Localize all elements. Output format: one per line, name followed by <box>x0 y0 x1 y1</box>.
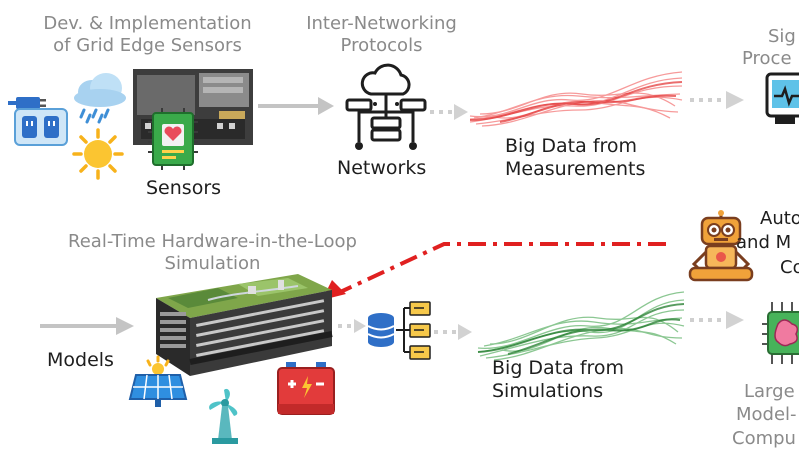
arrow-simulator-to-database <box>338 319 366 333</box>
hil-title-line1: Real-Time Hardware-in-the-Loop <box>68 231 357 252</box>
battery-icon <box>277 362 335 415</box>
arrow-networks-to-measurements <box>430 104 468 120</box>
simulations-label-line2: Simulations <box>492 379 604 402</box>
large-line3: Compu <box>732 427 796 449</box>
measurements-label-line2: Measurements <box>505 157 646 180</box>
rain-cloud-icon <box>74 73 126 124</box>
robot-icon <box>688 210 754 282</box>
protocols-title-line2: Protocols <box>340 34 423 56</box>
database-icon <box>367 313 395 347</box>
models-label: Models <box>47 349 114 371</box>
chip-icon <box>148 108 198 170</box>
large-line1: Large <box>744 381 795 402</box>
cloud-network-icon <box>345 63 427 150</box>
simulation-wave <box>477 291 685 361</box>
hil-simulator-photo <box>156 274 333 376</box>
auto-line1: Auto <box>760 208 799 229</box>
simulations-label: Big Data from Simulations <box>492 357 624 403</box>
sensors-title-line1: Dev. & Implementation <box>43 13 252 34</box>
large-model-label: Large Model- Compu <box>732 380 797 450</box>
arrow-database-to-simulations <box>434 324 472 340</box>
simulations-label-line1: Big Data from <box>492 357 625 379</box>
measurement-wave <box>469 71 683 127</box>
signal-title: Sig Proce <box>742 26 796 69</box>
plug-icon <box>8 97 46 109</box>
auto-control-label: Auto and M Co <box>736 207 799 280</box>
arrow-sensors-to-networks <box>258 97 334 115</box>
sensors-title: Dev. & Implementation of Grid Edge Senso… <box>30 13 265 56</box>
measurements-label-line1: Big Data from <box>505 135 638 157</box>
signal-title-line2: Proce <box>742 47 792 69</box>
measurements-label: Big Data from Measurements <box>505 135 645 181</box>
wind-turbine-icon <box>209 388 238 444</box>
sensors-label: Sensors <box>146 177 222 199</box>
arrow-to-large-model <box>690 311 744 329</box>
protocols-title: Inter-Networking Protocols <box>289 13 474 56</box>
arrow-to-signal-processing <box>690 91 744 109</box>
brain-chip-icon <box>762 302 799 364</box>
auto-line2: and M <box>736 232 792 254</box>
signal-title-line1: Sig <box>768 26 796 47</box>
large-line2: Model- <box>736 404 797 426</box>
arrow-models-to-simulator <box>40 317 134 335</box>
sun-icon <box>72 128 124 180</box>
monitor-icon <box>765 72 799 124</box>
folder-icon <box>396 301 431 360</box>
outlet-icon <box>14 108 68 146</box>
solar-panel-icon <box>128 355 188 407</box>
hil-title: Real-Time Hardware-in-the-Loop Simulatio… <box>40 231 385 274</box>
sensors-title-line2: of Grid Edge Sensors <box>53 34 242 56</box>
networks-label: Networks <box>337 157 427 179</box>
hil-title-line2: Simulation <box>164 252 261 274</box>
auto-line3: Co <box>780 256 799 278</box>
protocols-title-line1: Inter-Networking <box>306 13 457 34</box>
